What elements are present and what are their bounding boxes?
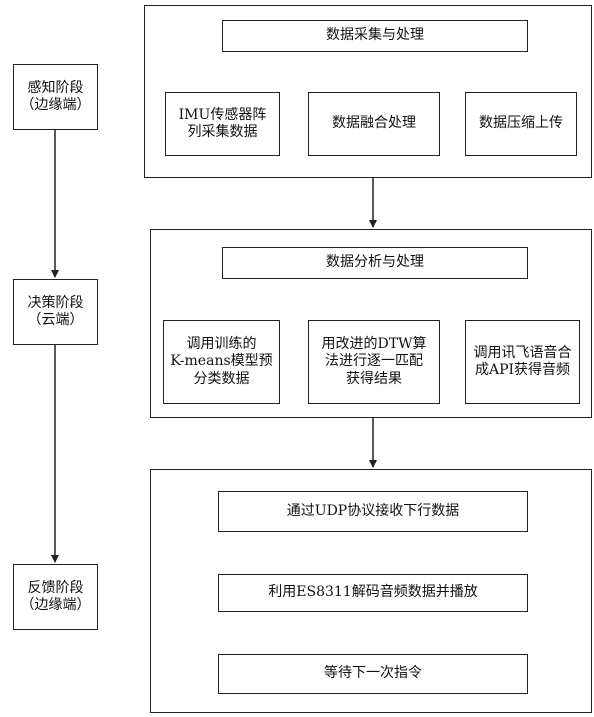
stage-decision-label: 决策阶段 （云端） <box>27 294 84 329</box>
tts-box: 调用讯飞语音合 成API获得音频 <box>465 320 580 404</box>
panel1-title-box: 数据采集与处理 <box>222 20 528 52</box>
audio-decode-box: 利用ES8311解码音频数据并播放 <box>218 574 528 612</box>
wait-next-box: 等待下一次指令 <box>218 654 528 694</box>
stage-perception-label: 感知阶段 （边缘端） <box>20 79 91 114</box>
audio-decode-label: 利用ES8311解码音频数据并播放 <box>268 584 478 601</box>
kmeans-box: 调用训练的 K-means模型预 分类数据 <box>163 320 280 404</box>
data-compress-label: 数据压缩上传 <box>479 115 563 132</box>
panel2-title-box: 数据分析与处理 <box>222 247 528 279</box>
stage-perception: 感知阶段 （边缘端） <box>13 64 98 130</box>
stage-feedback-label: 反馈阶段 （边缘端） <box>20 579 91 614</box>
imu-collection-label: IMU传感器阵 列采集数据 <box>178 106 267 141</box>
data-fusion-label: 数据融合处理 <box>332 115 416 132</box>
panel1-title: 数据采集与处理 <box>326 27 424 44</box>
kmeans-label: 调用训练的 K-means模型预 分类数据 <box>170 335 273 387</box>
data-fusion-box: 数据融合处理 <box>308 92 440 156</box>
dtw-label: 用改进的DTW算 法进行逐一匹配 获得结果 <box>321 335 427 387</box>
stage-feedback: 反馈阶段 （边缘端） <box>13 564 98 630</box>
stage-decision: 决策阶段 （云端） <box>13 279 98 345</box>
udp-receive-box: 通过UDP协议接收下行数据 <box>218 491 528 532</box>
dtw-box: 用改进的DTW算 法进行逐一匹配 获得结果 <box>308 320 440 404</box>
data-compress-box: 数据压缩上传 <box>465 92 577 156</box>
imu-collection-box: IMU传感器阵 列采集数据 <box>165 92 280 156</box>
tts-label: 调用讯飞语音合 成API获得音频 <box>473 344 572 379</box>
udp-receive-label: 通过UDP协议接收下行数据 <box>286 502 460 519</box>
panel2-title: 数据分析与处理 <box>326 254 424 271</box>
wait-next-label: 等待下一次指令 <box>324 665 422 682</box>
